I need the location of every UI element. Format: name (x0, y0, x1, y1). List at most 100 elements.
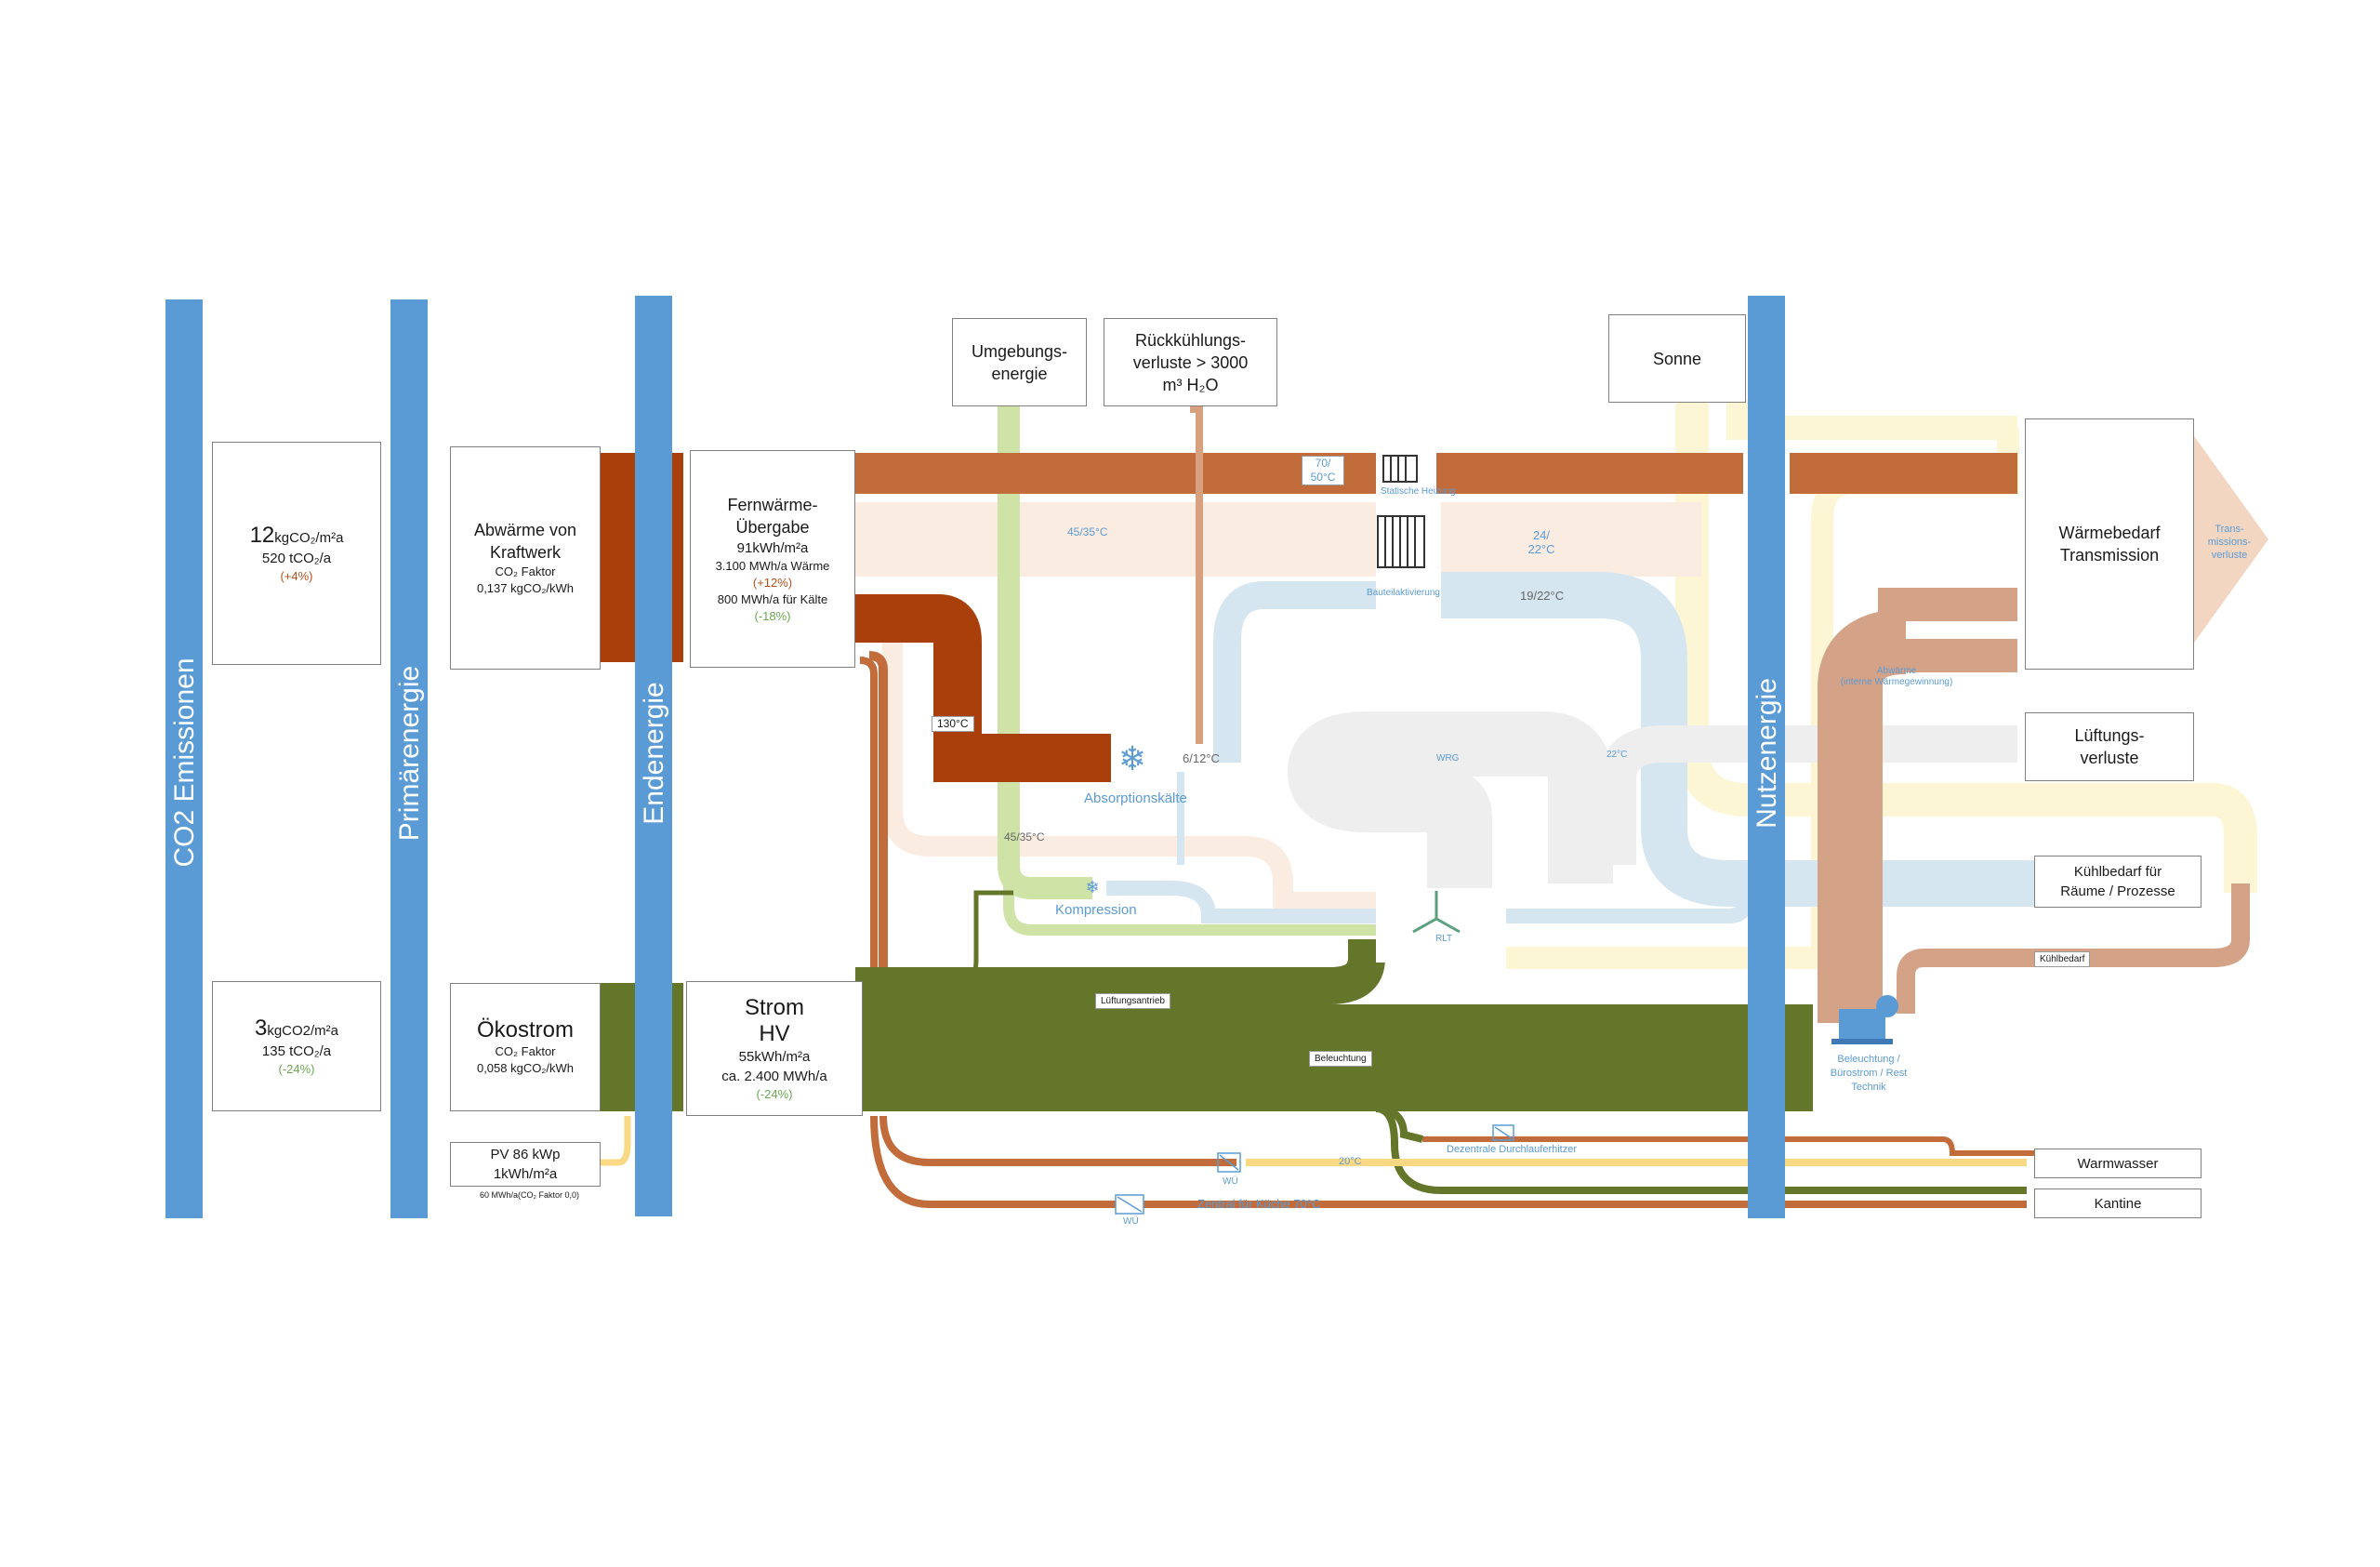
label-70-50: 70/ 50°C (1302, 456, 1344, 485)
radiator-icon (1382, 455, 1418, 483)
label-bauteilaktivierung: Bauteilaktivierung (1367, 588, 1440, 598)
co2-heat-unit: kgCO₂/m²a (274, 529, 344, 546)
fernwaerme-heat-change: (+12%) (752, 575, 793, 590)
kantine-label: Kantine (2094, 1195, 2142, 1212)
label-wue-2: WÜ (1123, 1216, 1139, 1227)
strom-specific: 55kWh/m²a (738, 1048, 811, 1065)
fernwaerme-specific: 91kWh/m²a (736, 539, 809, 556)
oekostrom-title: Ökostrom (476, 1017, 574, 1042)
heat-exchanger-icon (1115, 1124, 1514, 1215)
umgebung-box: Umgebungs-energie (952, 318, 1087, 406)
compression-snowflake-icon: ❄ (1085, 878, 1099, 897)
label-absorption: Absorptionskälte (1084, 790, 1187, 806)
strom-change: (-24%) (756, 1086, 793, 1101)
lueftung-box: Lüftungs- verluste (2025, 712, 2194, 781)
label-wrg: WRG (1436, 753, 1460, 764)
co2-power-unit: kgCO2/m²a (267, 1022, 339, 1039)
waermebedarf-line1: Wärmebedarf (2058, 524, 2161, 542)
fernwaerme-cold-change: (-18%) (754, 608, 791, 623)
strom-title2: HV (759, 1020, 790, 1046)
abwaerme-title: Abwärme von Kraftwerk (473, 521, 577, 562)
laptop-icon (1831, 995, 1898, 1044)
label-lueftungsantrieb: Lüftungsantrieb (1095, 993, 1170, 1009)
co2-heat-total: 520 tCO₂/a (261, 550, 332, 566)
oekostrom-factor: 0,058 kgCO₂/kWh (476, 1061, 575, 1075)
label-rlt: RLT (1435, 934, 1453, 944)
abwaerme-factor: 0,137 kgCO₂/kWh (476, 581, 575, 595)
warmwasser-label: Warmwasser (2077, 1155, 2159, 1172)
label-beleuchtung: Beleuchtung (1309, 1051, 1372, 1067)
label-beleuchtung-node-2: Bürostrom / Rest (1830, 1068, 1908, 1079)
strom-box: Strom HV 55kWh/m²a ca. 2.400 MWh/a (-24%… (686, 981, 863, 1116)
label-20: 20°C (1339, 1156, 1362, 1167)
lowtemp-flows (855, 502, 1701, 912)
co2-heat-change: (+4%) (280, 568, 313, 583)
pv-line1: PV 86 kWp (490, 1147, 561, 1162)
co2-column-label: CO2 Emissionen (169, 657, 200, 867)
label-zentral: Zentral für Küche 70°C (1197, 1197, 1321, 1211)
fernwaerme-cold: 800 MWh/a für Kälte (717, 591, 828, 606)
label-19-22: 19/22°C (1520, 589, 1565, 603)
primary-column-label: Primärenergie (394, 666, 425, 841)
transmission-arrow (2185, 423, 2268, 656)
useful-column-bar (1748, 296, 1785, 1218)
label-abwaerme-intern-2: (interne Wärmegewinnung) (1840, 677, 1953, 687)
fernwaerme-heat: 3.100 MWh/a Wärme (715, 558, 830, 573)
strom-total: ca. 2.400 MWh/a (721, 1068, 827, 1084)
label-kuehlbedarf: Kühlbedarf (2034, 951, 2091, 967)
label-22: 22°C (1606, 750, 1628, 760)
label-abwaerme-intern-1: Abwärme (1876, 666, 1917, 676)
label-24-22: 24/ 22°C (1527, 528, 1555, 556)
column-bars: CO2 Emissionen Primärenergie Endenergie … (165, 296, 1785, 1218)
absorption-snowflake-icon: ❄ (1118, 740, 1146, 778)
fernwaerme-title: Fernwärme-Übergabe (727, 495, 818, 537)
sonne-box: Sonne (1608, 314, 1746, 403)
kantine-box: Kantine (2034, 1189, 2202, 1218)
co2-heat-specific: 12 (249, 522, 275, 548)
transmission-loss-label: Trans-missions-verluste (2207, 524, 2252, 561)
abwaerme-factor-label: CO₂ Faktor (495, 564, 556, 578)
rueckkuehl-line1: Rückkühlungs- (1134, 330, 1247, 350)
label-6-12: 6/12°C (1183, 751, 1220, 765)
final-column-label: Endenergie (639, 682, 669, 824)
rueckkuehl-box: Rückkühlungs- verluste > 3000 m³ H₂O (1104, 318, 1277, 406)
label-beleuchtung-node-1: Beleuchtung / (1837, 1054, 1900, 1065)
bauteil-icon (1377, 515, 1425, 568)
ventilation-flows (1287, 711, 2017, 893)
label-kompression: Kompression (1055, 902, 1137, 918)
abwaerme-box: Abwärme von Kraftwerk CO₂ Faktor 0,137 k… (450, 446, 601, 670)
label-beleuchtung-node-3: Technik (1851, 1082, 1886, 1093)
pv-box: PV 86 kWp 1kWh/m²a (450, 1142, 601, 1187)
label-130: 130°C (932, 716, 974, 732)
rueckkuehl-line2: verluste > 3000 (1132, 352, 1249, 372)
warmwasser-box: Warmwasser (2034, 1149, 2202, 1178)
label-dezentral: Dezentrale Durchlauferhitzer (1447, 1144, 1578, 1155)
ambient-flows (998, 405, 1385, 936)
label-45-35-a: 45/35°C (1067, 525, 1108, 538)
kuehlbedarf-box: Kühlbedarf für Räume / Prozesse (2034, 856, 2202, 908)
oekostrom-box: Ökostrom CO₂ Faktor 0,058 kgCO₂/kWh (450, 983, 601, 1111)
lueftung-line1: Lüftungs- (2074, 726, 2145, 745)
co2-power-change: (-24%) (278, 1061, 315, 1076)
useful-column-label: Nutzenergie (1752, 678, 1782, 829)
kuehlbedarf-line2: Räume / Prozesse (2060, 883, 2175, 899)
label-45-35-b: 45/35°C (1004, 830, 1045, 843)
co2-power-total: 135 tCO₂/a (261, 1042, 332, 1059)
strom-title1: Strom (744, 994, 804, 1020)
rueckkuehl-line3: m³ H₂O (1162, 375, 1219, 394)
pv-note: 60 MWh/a(CO₂ Faktor 0,0) (480, 1190, 580, 1200)
pv-line2: 1kWh/m²a (493, 1166, 558, 1182)
label-wue-1: WÜ (1223, 1176, 1238, 1187)
oekostrom-factor-label: CO₂ Faktor (495, 1044, 556, 1058)
co2-heat-box: 12kgCO₂/m²a 520 tCO₂/a (+4%) (212, 442, 381, 665)
waermebedarf-box: Wärmebedarf Transmission (2025, 418, 2194, 670)
waermebedarf-line2: Transmission (2059, 546, 2160, 564)
final-column-bar (635, 296, 672, 1216)
fan-icon (1412, 891, 1461, 934)
fernwaerme-box: Fernwärme-Übergabe 91kWh/m²a 3.100 MWh/a… (690, 450, 855, 668)
label-statische-heizung: Statische Heizung (1381, 486, 1456, 497)
co2-column-bar (165, 299, 203, 1218)
primary-column-bar (390, 299, 428, 1218)
co2-power-specific: 3 (254, 1015, 268, 1041)
